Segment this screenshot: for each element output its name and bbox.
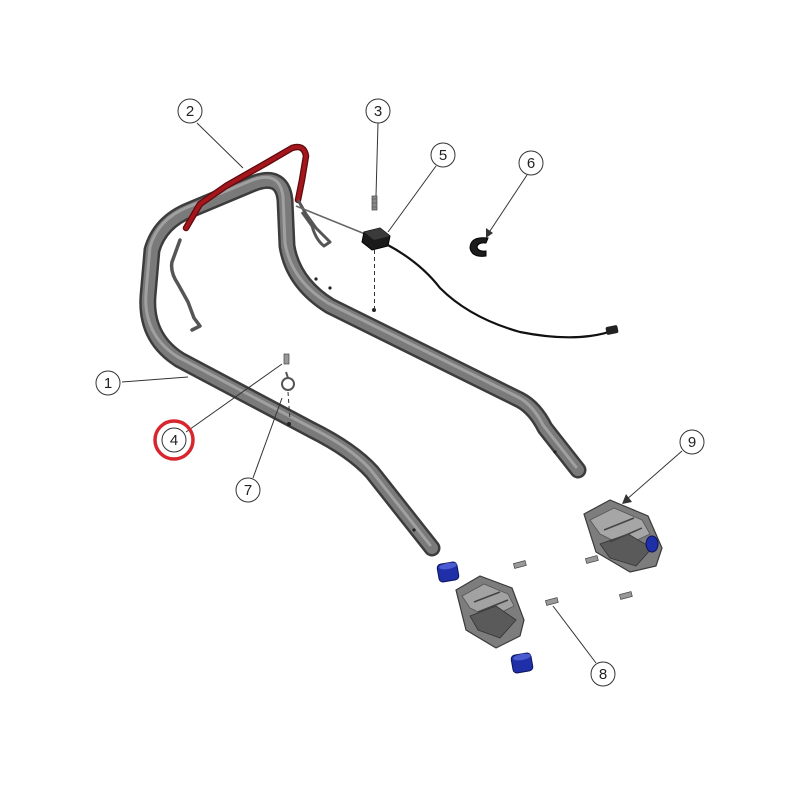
callout-9[interactable]: 9 <box>622 429 705 504</box>
svg-text:9: 9 <box>688 434 696 451</box>
bushing-top <box>436 561 460 583</box>
callout-8[interactable]: 8 <box>552 605 616 687</box>
highlight-ring <box>153 419 195 461</box>
svg-text:3: 3 <box>374 103 382 120</box>
callout-7[interactable]: 7 <box>235 397 283 503</box>
bolts-part-8 <box>512 555 633 606</box>
svg-text:2: 2 <box>186 103 194 120</box>
callout-2[interactable]: 2 <box>177 98 244 169</box>
lower-bracket-right <box>583 499 663 573</box>
handle-tube <box>139 172 587 557</box>
hook-part-7 <box>281 353 295 421</box>
screw-part-3 <box>371 195 378 310</box>
lower-bracket-left <box>455 575 525 649</box>
bail-rod <box>169 199 371 332</box>
svg-text:4: 4 <box>170 432 178 449</box>
cable-connector-box <box>361 227 391 251</box>
callout-6[interactable]: 6 <box>486 150 544 238</box>
svg-text:6: 6 <box>527 155 535 172</box>
svg-text:7: 7 <box>244 482 252 499</box>
electric-wire <box>385 243 619 339</box>
callout-5[interactable]: 5 <box>387 142 456 233</box>
control-cable-red <box>182 143 310 232</box>
callout-4[interactable]: 4 <box>153 363 283 461</box>
bushing-bottom <box>510 652 534 674</box>
clip-part-6 <box>469 237 489 257</box>
callout-1[interactable]: 1 <box>95 370 189 396</box>
callout-3[interactable]: 3 <box>365 98 391 197</box>
svg-text:5: 5 <box>439 147 447 164</box>
svg-text:1: 1 <box>104 375 112 392</box>
svg-text:8: 8 <box>599 666 607 683</box>
